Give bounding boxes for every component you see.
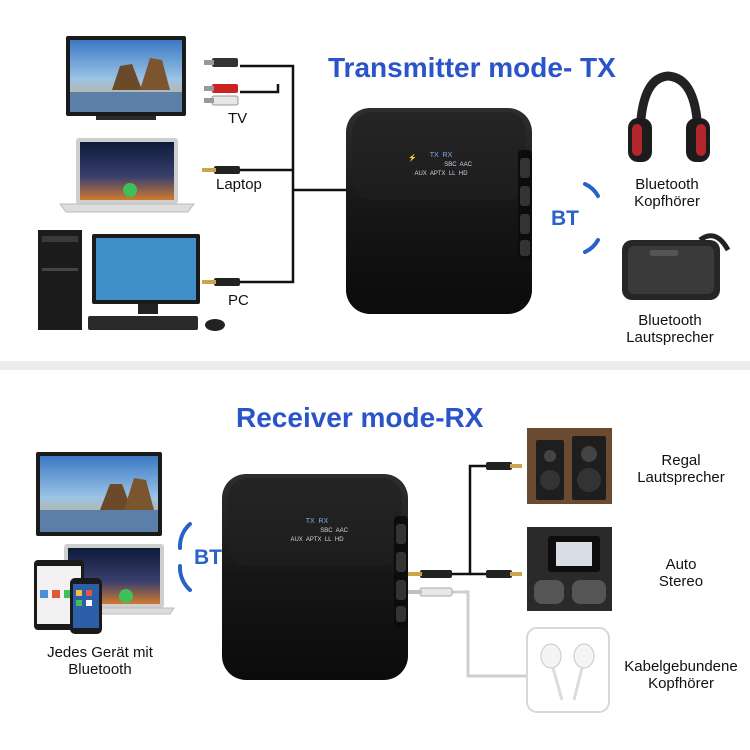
rx-title: Receiver mode-RX bbox=[236, 402, 484, 433]
led-aptx: APTX bbox=[305, 537, 322, 543]
tx-source-laptop-label: Laptop bbox=[216, 176, 262, 193]
section-divider bbox=[0, 361, 750, 370]
rx-device-icon bbox=[222, 474, 408, 680]
rx-source-line1: Jedes Gerät mit bbox=[47, 644, 153, 661]
laptop-icon bbox=[59, 138, 195, 213]
tx-headphones-label: Bluetooth Kopfhörer bbox=[624, 176, 710, 210]
pc-icon bbox=[38, 230, 225, 331]
bt-wave-icon bbox=[177, 522, 192, 592]
earphones-icon bbox=[526, 627, 610, 713]
speaker-icon bbox=[622, 233, 731, 300]
led-sbc: SBC bbox=[320, 528, 333, 534]
shelf-speaker-icon bbox=[527, 428, 612, 504]
rx-source-line2: Bluetooth bbox=[68, 661, 132, 678]
rx-wired-line1: Kabelgebundene bbox=[624, 658, 738, 675]
tx-headphones-line1: Bluetooth bbox=[635, 176, 699, 193]
led-aptx: APTX bbox=[429, 171, 446, 177]
car-stereo-icon bbox=[527, 527, 612, 611]
tx-device-icon: ⚡ bbox=[346, 108, 532, 314]
led-tx: TX bbox=[305, 518, 315, 525]
svg-text:⚡: ⚡ bbox=[408, 153, 417, 162]
rx-wired-line2: Kopfhörer bbox=[648, 675, 714, 692]
tx-source-tv-label: TV bbox=[228, 110, 248, 127]
led-ll: LL bbox=[324, 537, 332, 543]
headphones-icon bbox=[628, 71, 710, 162]
rx-source-label: Jedes Gerät mit Bluetooth bbox=[30, 644, 170, 678]
rx-shelf-line1: Regal bbox=[661, 452, 701, 469]
led-aux: AUX bbox=[414, 171, 427, 177]
bt-wave-icon bbox=[583, 182, 600, 254]
tx-speaker-line1: Bluetooth bbox=[638, 312, 702, 329]
led-sbc: SBC bbox=[444, 162, 457, 168]
tx-device-leds: TX RX SBC AAC AUX APTX LL HD bbox=[396, 152, 486, 177]
monitor-icon bbox=[36, 452, 162, 536]
phone-icon bbox=[70, 578, 102, 634]
rx-headphone-cable bbox=[452, 590, 530, 678]
led-tx: TX bbox=[429, 152, 439, 159]
rx-car-line2: Stereo bbox=[658, 573, 704, 590]
tx-bt-label: BT bbox=[551, 207, 579, 230]
rx-car-line1: Auto bbox=[665, 556, 697, 573]
led-rx: RX bbox=[318, 518, 329, 525]
rx-device-leds: TX RX SBC AAC AUX APTX LL HD bbox=[272, 518, 362, 543]
led-aac: AAC bbox=[335, 528, 348, 534]
tx-title: Transmitter mode- TX bbox=[328, 52, 616, 83]
tx-source-pc-label: PC bbox=[228, 292, 249, 309]
tx-speaker-label: Bluetooth Lautsprecher bbox=[620, 312, 720, 346]
led-aux: AUX bbox=[290, 537, 303, 543]
tv-icon bbox=[66, 36, 186, 120]
led-rx: RX bbox=[442, 152, 453, 159]
rx-car-stereo-label: Auto Stereo bbox=[636, 556, 726, 590]
rx-cables bbox=[452, 464, 510, 576]
rx-shelf-speaker-label: Regal Lautsprecher bbox=[626, 452, 736, 486]
rx-wired-headphones-label: Kabelgebundene Kopfhörer bbox=[616, 658, 746, 692]
aux-connector-icon bbox=[408, 462, 522, 597]
tx-cables bbox=[240, 64, 346, 284]
aux-connector-icon bbox=[202, 166, 240, 286]
rca-connector-icon bbox=[204, 58, 239, 106]
led-ll: LL bbox=[448, 171, 456, 177]
rx-bt-label: BT bbox=[194, 546, 222, 569]
led-aac: AAC bbox=[459, 162, 472, 168]
tx-headphones-line2: Kopfhörer bbox=[634, 193, 700, 210]
tx-speaker-line2: Lautsprecher bbox=[626, 329, 714, 346]
led-hd: HD bbox=[458, 171, 468, 177]
rx-shelf-line2: Lautsprecher bbox=[637, 469, 725, 486]
led-hd: HD bbox=[334, 537, 344, 543]
